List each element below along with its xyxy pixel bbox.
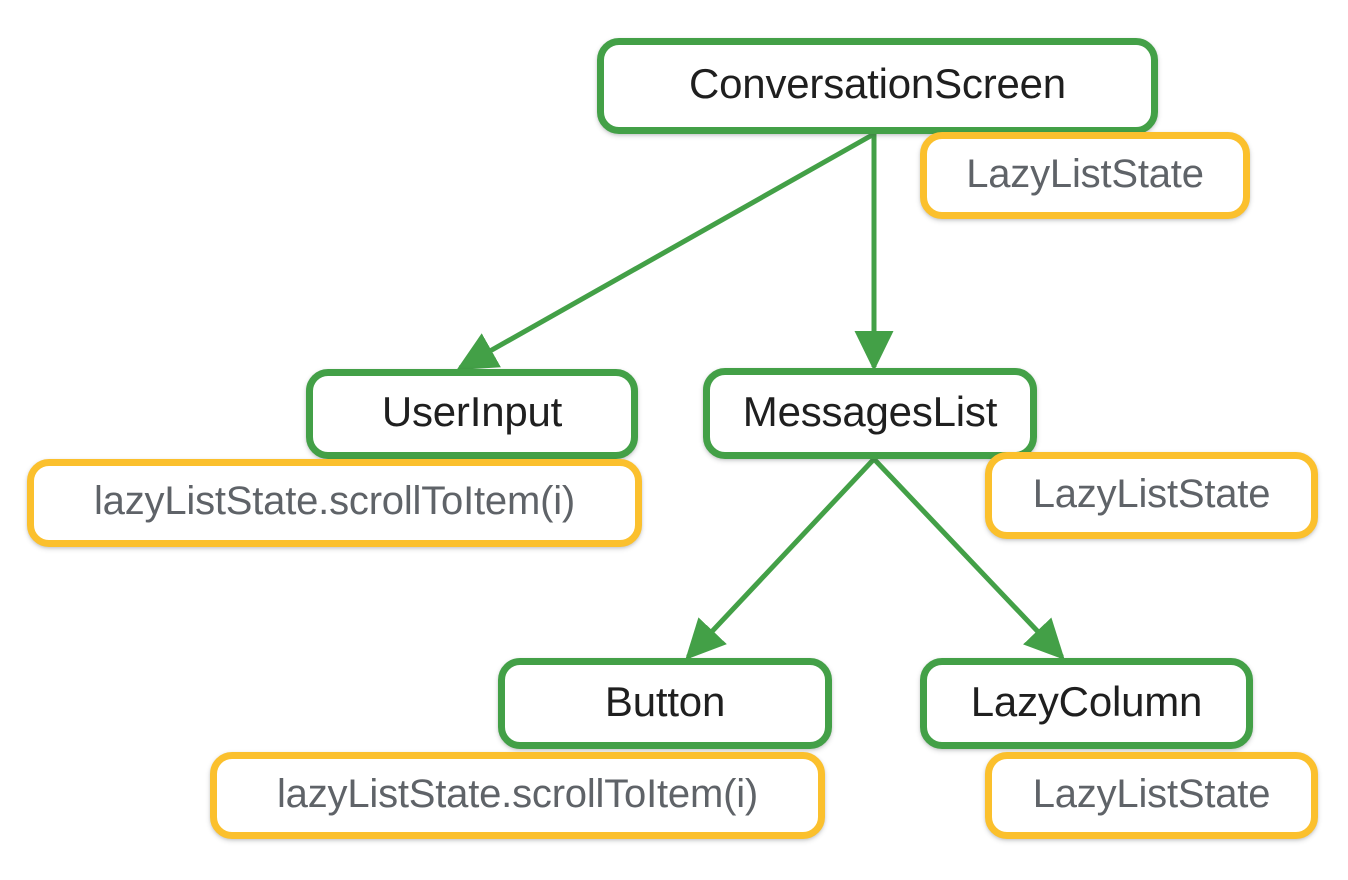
node-button[interactable]: Button (498, 658, 832, 749)
node-lazy-column[interactable]: LazyColumn (920, 658, 1253, 749)
node-label-button: Button (604, 677, 726, 725)
node-user-input[interactable]: UserInput (306, 369, 638, 459)
node-label-conversation-screen: ConversationScreen (689, 60, 1066, 107)
edge-conversation-to-userinput (456, 131, 876, 371)
edge-messageslist-to-button (685, 457, 876, 660)
node-label-lazy-list-state-root: LazyListState (966, 151, 1204, 196)
node-label-lazy-list-state-messages: LazyListState (1032, 471, 1271, 516)
node-label-scroll-to-item-button: lazyListState.scrollToItem(i) (277, 771, 758, 816)
node-scroll-to-item-user-input[interactable]: lazyListState.scrollToItem(i) (27, 459, 642, 547)
node-label-messages-list: MessagesList (742, 387, 998, 435)
node-messages-list[interactable]: MessagesList (703, 368, 1037, 459)
node-lazy-list-state-root[interactable]: LazyListState (920, 132, 1250, 219)
node-scroll-to-item-button[interactable]: lazyListState.scrollToItem(i) (210, 752, 825, 839)
node-label-lazy-column: LazyColumn (970, 677, 1203, 725)
node-conversation-screen[interactable]: ConversationScreen (597, 38, 1158, 134)
node-label-user-input: UserInput (381, 388, 563, 435)
node-lazy-list-state-messages[interactable]: LazyListState (985, 452, 1318, 539)
node-lazy-list-state-column[interactable]: LazyListState (985, 752, 1318, 839)
node-label-lazy-list-state-column: LazyListState (1032, 771, 1271, 816)
node-label-scroll-to-item-user-input: lazyListState.scrollToItem(i) (94, 479, 575, 523)
